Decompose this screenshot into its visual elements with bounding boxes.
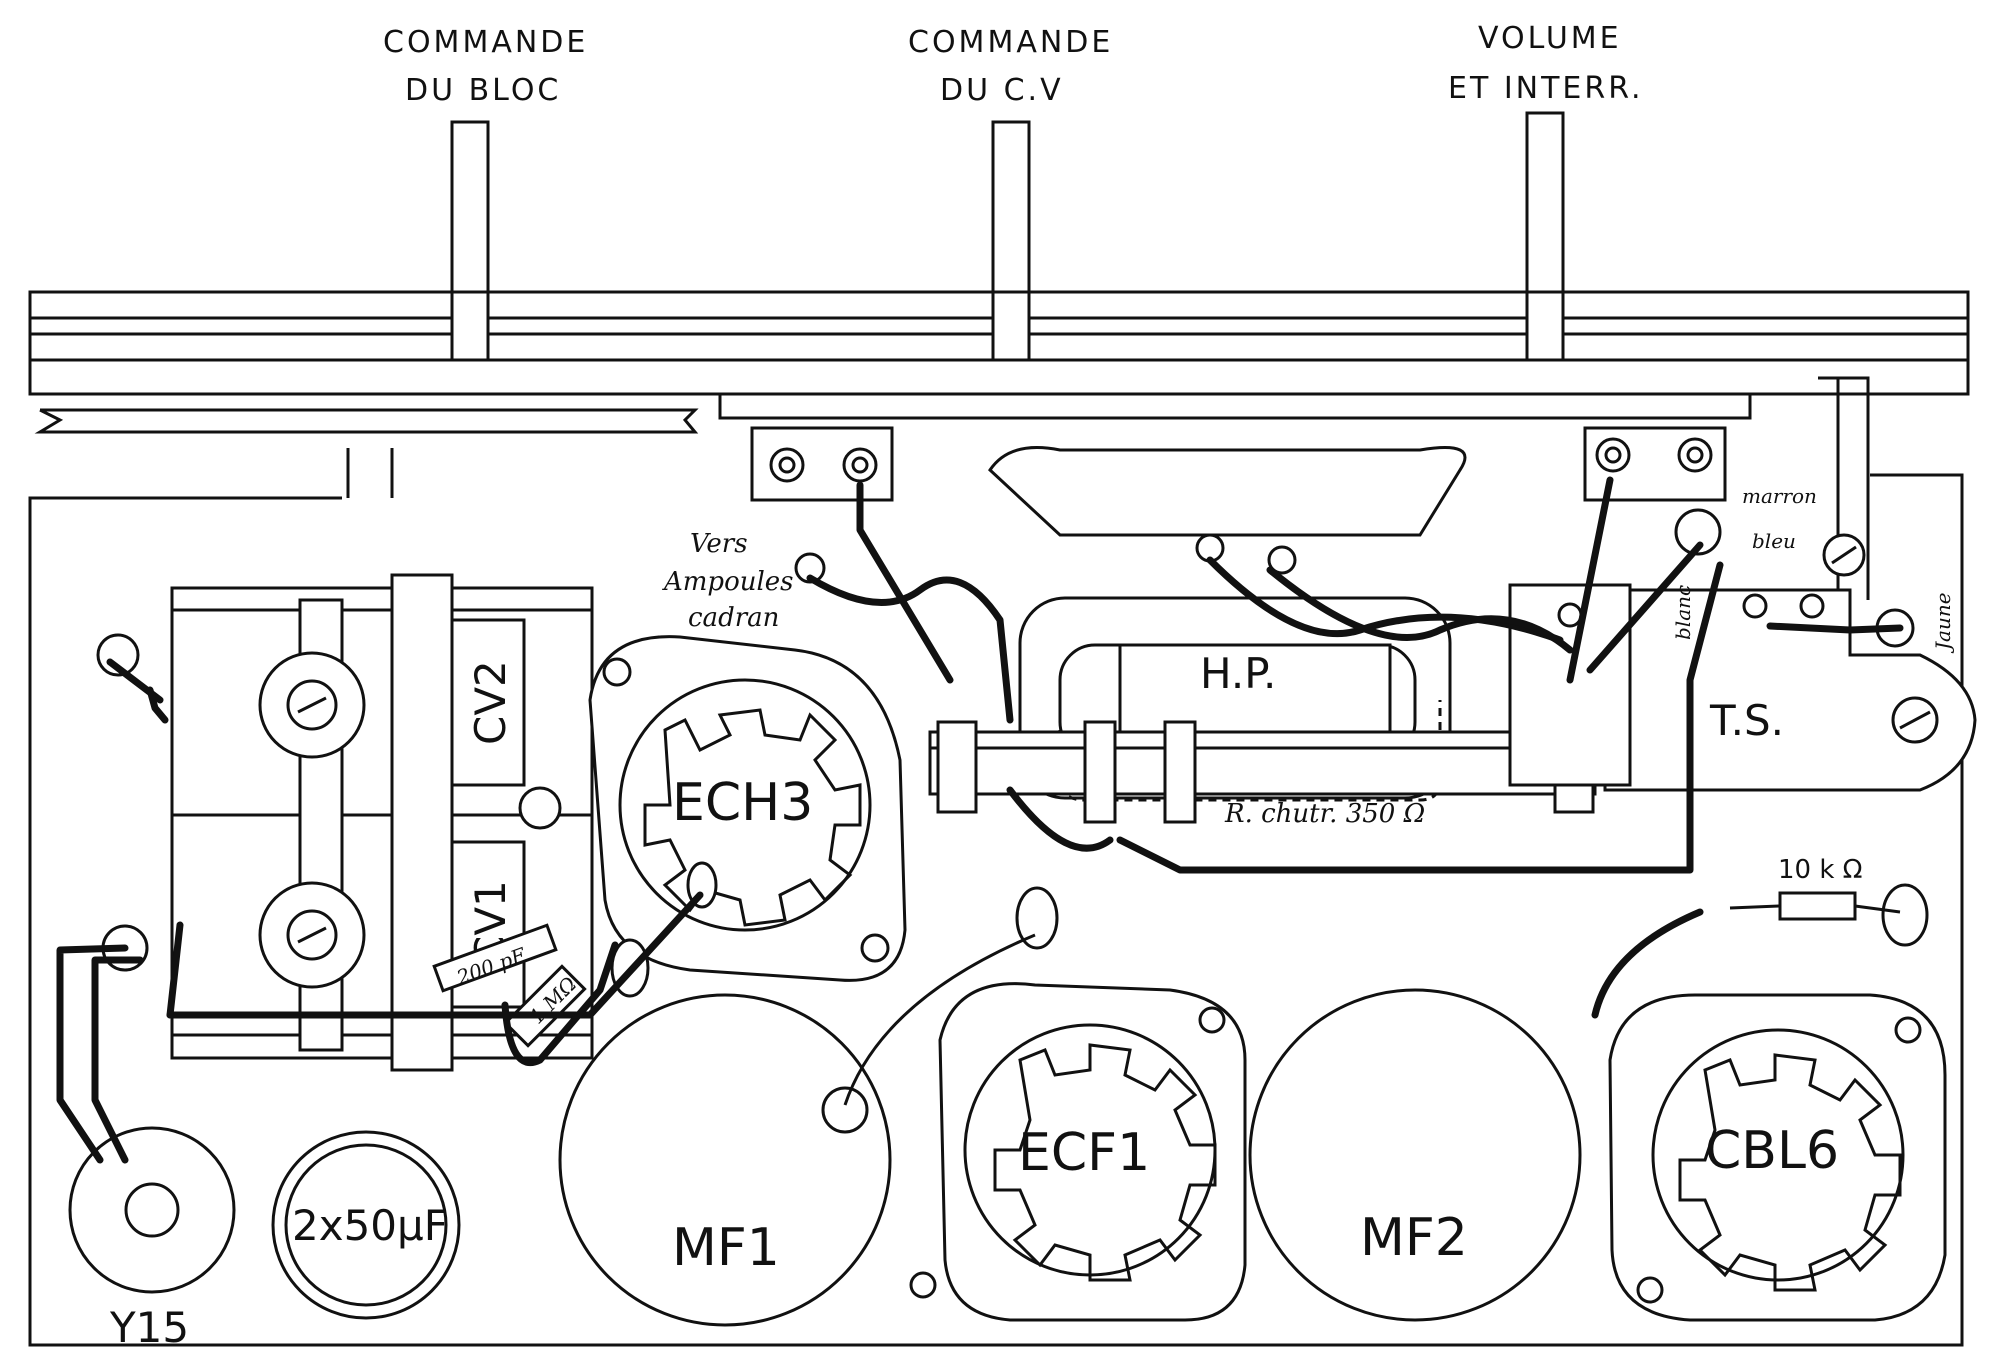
- cap-label: 2x50μF: [292, 1201, 448, 1250]
- y15-label: Y15: [109, 1303, 189, 1349]
- wire-jaune-label: Jaune: [1931, 592, 1955, 654]
- wiring: [56, 476, 1904, 1164]
- ech3-label: ECH3: [672, 773, 813, 833]
- filter-capacitor: 2x50μF: [271, 1130, 461, 1320]
- mf1-can: MF1: [558, 993, 892, 1327]
- cbl6-label: CBL6: [1705, 1121, 1839, 1181]
- variable-capacitor-block: CV2 CV1: [96, 573, 594, 1072]
- vers-line3: cadran: [688, 603, 779, 633]
- cbl6-socket: CBL6: [1608, 993, 1947, 1322]
- mf1-label: MF1: [672, 1218, 780, 1278]
- control-labels: COMMANDE DU BLOC COMMANDE DU C.V VOLUME …: [383, 21, 1644, 108]
- ts-transformer: T.S.: [1508, 533, 1977, 792]
- volume-line1: VOLUME: [1478, 21, 1622, 56]
- cmd-bloc-line2: DU BLOC: [405, 73, 561, 108]
- mf2-label: MF2: [1360, 1208, 1468, 1268]
- brackets: [750, 426, 1727, 537]
- ts-label: T.S.: [1709, 696, 1784, 745]
- ecf1-label: ECF1: [1018, 1123, 1150, 1183]
- small-parts: 200 pF 1 MΩ 10 k Ω: [432, 508, 1929, 1048]
- front-panel: [28, 290, 1970, 600]
- ech3-socket: ECH3: [588, 635, 907, 982]
- vers-line1: Vers: [690, 529, 748, 559]
- annotations: Vers Ampoules cadran marron bleu blanc J…: [662, 484, 1955, 654]
- wire-blanc-label: blanc: [1671, 585, 1695, 640]
- ecf1-socket: ECF1: [909, 982, 1247, 1322]
- y15-component: Y15: [68, 1126, 236, 1349]
- vers-line2: Ampoules: [662, 567, 794, 597]
- r10k-label: 10 k Ω: [1778, 855, 1863, 885]
- cmd-bloc-line1: COMMANDE: [383, 25, 588, 60]
- wire-bleu-label: bleu: [1752, 529, 1796, 553]
- volume-line2: ET INTERR.: [1448, 71, 1644, 106]
- mf2-can: MF2: [1248, 988, 1582, 1322]
- cmd-cv-line2: DU C.V: [940, 73, 1064, 108]
- wire-marron-label: marron: [1742, 484, 1817, 508]
- hp-label: H.P.: [1200, 649, 1276, 698]
- chassis-outline: [28, 448, 1964, 1347]
- cv2-label: CV2: [466, 660, 515, 745]
- cmd-cv-line1: COMMANDE: [908, 25, 1113, 60]
- r-chutr-label: R. chutr. 350 Ω: [1224, 799, 1425, 829]
